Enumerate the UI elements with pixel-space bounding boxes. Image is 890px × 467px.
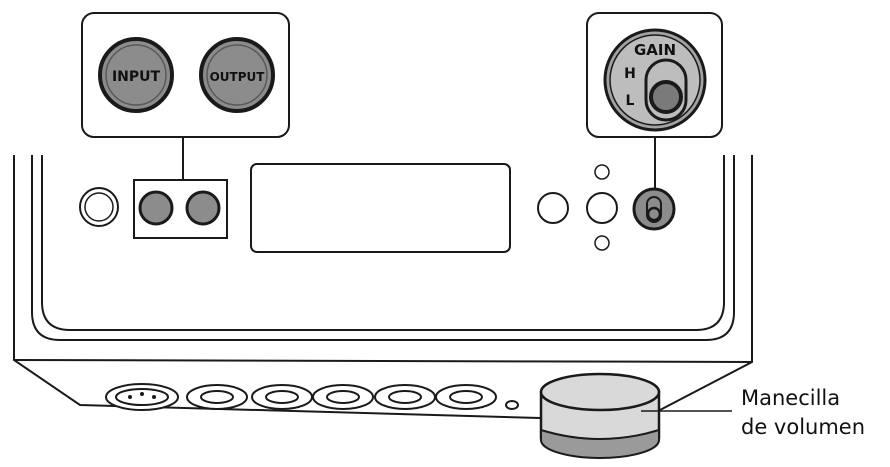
indicator-bottom <box>594 235 610 251</box>
input-button-label: INPUT <box>112 69 161 85</box>
small-port <box>505 400 519 410</box>
device-body <box>13 155 753 419</box>
callout-line1: Manecilla <box>741 386 840 410</box>
input-button[interactable]: INPUT <box>98 37 174 113</box>
rca-connector-4 <box>374 384 436 410</box>
panel-gain-switch[interactable] <box>632 187 676 231</box>
gain-title: GAIN <box>634 41 676 59</box>
rca-connector-2 <box>251 384 313 410</box>
callout-line2: de volumen <box>741 415 865 439</box>
volume-knob[interactable] <box>539 372 661 459</box>
output-button[interactable]: OUTPUT <box>199 37 275 113</box>
output-button-label: OUTPUT <box>210 70 266 84</box>
gain-switch[interactable]: GAIN H L <box>603 28 707 132</box>
round-button-left[interactable] <box>537 192 569 224</box>
gain-switch-knob[interactable] <box>649 80 683 114</box>
headphone-jack <box>79 187 119 227</box>
rca-connector-3 <box>312 384 374 410</box>
panel-input-button[interactable] <box>138 190 174 226</box>
panel-output-button[interactable] <box>185 190 221 226</box>
xlr-connector <box>105 383 179 411</box>
gain-high-label: H <box>624 66 636 82</box>
gain-low-label: L <box>626 93 635 109</box>
rca-connector-1 <box>186 384 248 410</box>
display-window <box>250 163 511 253</box>
rca-connector-5 <box>435 384 497 410</box>
rear-connectors <box>105 383 519 411</box>
indicator-top <box>594 164 610 180</box>
round-button-center[interactable] <box>586 192 618 224</box>
